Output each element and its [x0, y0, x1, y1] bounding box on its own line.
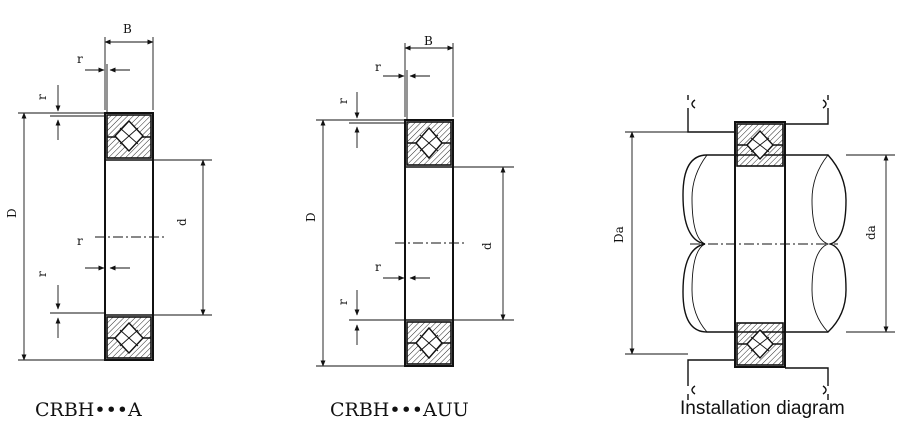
- label-r-top: r: [375, 60, 381, 74]
- label-D: D: [304, 212, 318, 222]
- label-d: d: [480, 242, 494, 250]
- top-section: [736, 123, 784, 167]
- label-da: da: [864, 225, 878, 240]
- top-section: [106, 114, 152, 159]
- label-d: d: [175, 218, 189, 226]
- top-section: [406, 121, 452, 166]
- figure-crbh-a: B D d r r r r CRBH•••A: [5, 22, 212, 421]
- label-B: B: [123, 22, 132, 36]
- label-r-mid: r: [77, 234, 83, 248]
- bottom-section: [406, 321, 452, 365]
- figure-installation: Da da Installation diagram: [612, 95, 895, 419]
- label-D: D: [5, 208, 19, 218]
- bottom-section: [736, 322, 784, 366]
- label-r-mid: r: [375, 260, 381, 274]
- label-r-left: r: [35, 94, 49, 100]
- label-r-left-bottom: r: [35, 271, 49, 277]
- caption-crbh-auu: CRBH•••AUU: [330, 399, 469, 421]
- label-r-left-bottom: r: [336, 299, 350, 305]
- label-r-left: r: [336, 98, 350, 104]
- caption-crbh-a: CRBH•••A: [35, 399, 142, 421]
- label-Da: Da: [612, 226, 626, 243]
- bottom-section: [106, 316, 152, 359]
- label-r-top: r: [77, 52, 83, 66]
- label-B: B: [424, 34, 433, 48]
- caption-installation: Installation diagram: [680, 398, 845, 419]
- figure-crbh-auu: B D d r r r r CRBH•••AUU: [304, 34, 514, 421]
